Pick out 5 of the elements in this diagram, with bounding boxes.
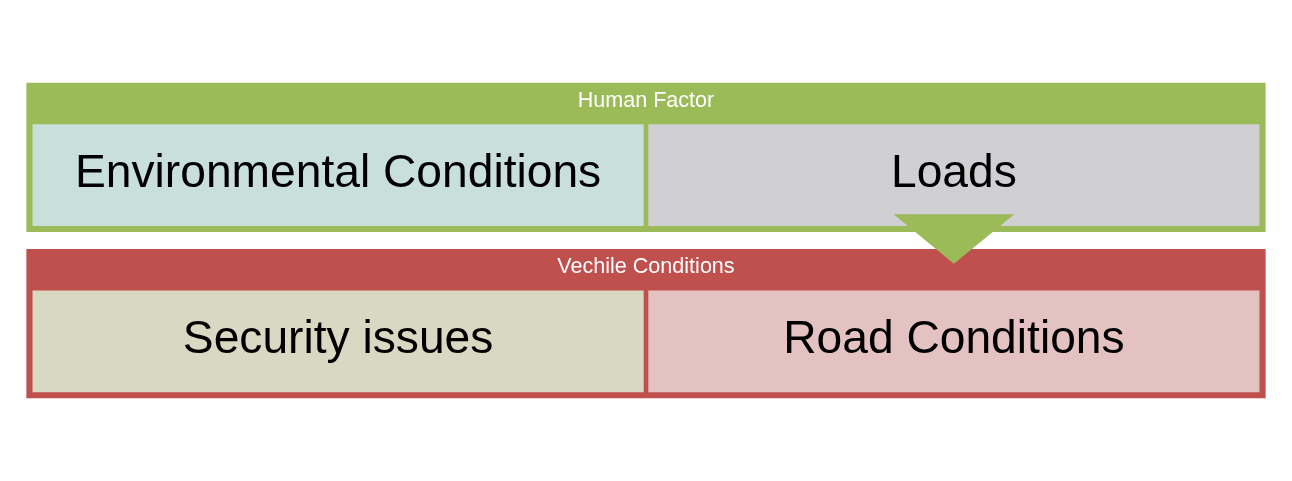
arrow <box>893 214 1015 264</box>
node-box: Road Conditions <box>648 290 1260 393</box>
node-box: Environmental Conditions <box>32 124 644 226</box>
node-box: Security issues <box>32 290 644 393</box>
node-box: Loads <box>648 124 1260 226</box>
